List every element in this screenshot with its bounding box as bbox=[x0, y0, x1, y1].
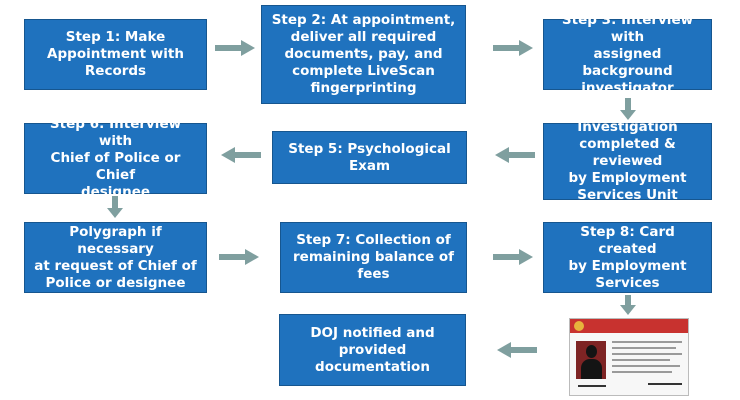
polygraph-box: Polygraph if necessary at request of Chi… bbox=[24, 222, 207, 293]
license-card-image bbox=[569, 318, 689, 396]
card-header-bar bbox=[570, 319, 688, 333]
arrow-step2-to-step3 bbox=[493, 40, 533, 56]
arrow-card-to-doj bbox=[497, 342, 537, 358]
step-1-box: Step 1: Make Appointment with Records bbox=[24, 19, 207, 90]
arrow-step4-to-step5 bbox=[495, 147, 535, 163]
card-seal-icon bbox=[574, 321, 584, 331]
step-6-box: Step 6: Interview with Chief of Police o… bbox=[24, 116, 207, 200]
doj-box: DOJ notified and provided documentation bbox=[279, 314, 466, 386]
arrow-step7-to-step8 bbox=[493, 249, 533, 265]
card-photo bbox=[576, 341, 606, 379]
step-7-box: Step 7: Collection of remaining balance … bbox=[280, 222, 467, 293]
step-8-box: Step 8: Card created by Employment Servi… bbox=[543, 222, 712, 293]
step-2-box: Step 2: At appointment, deliver all requ… bbox=[261, 5, 466, 104]
step-5-box: Step 5: Psychological Exam bbox=[272, 131, 467, 184]
arrow-step3-to-step4 bbox=[620, 98, 636, 120]
step-3-box: Step 3: Interview with assigned backgrou… bbox=[543, 12, 712, 96]
arrow-step8-to-card bbox=[620, 295, 636, 315]
step-4-box: Step 4: Investigation completed & review… bbox=[543, 102, 712, 220]
arrow-step6-to-polygraph bbox=[107, 196, 123, 218]
arrow-step5-to-step6 bbox=[221, 147, 261, 163]
arrow-step1-to-step2 bbox=[215, 40, 255, 56]
arrow-polygraph-to-step7 bbox=[219, 249, 259, 265]
